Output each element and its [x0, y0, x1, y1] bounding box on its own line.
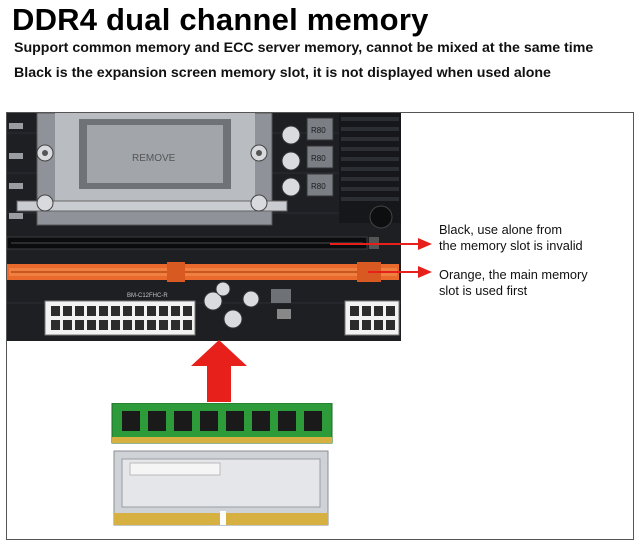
socket-remove-text: REMOVE — [132, 153, 176, 164]
chokes: R80 R80 R80 — [306, 117, 334, 197]
svg-text:R80: R80 — [311, 126, 326, 135]
insert-up-arrow-icon — [191, 340, 247, 402]
capacitors-upper — [281, 125, 301, 197]
photo-frame — [6, 112, 634, 540]
atx-power-connector — [44, 300, 196, 336]
svg-text:R80: R80 — [311, 182, 326, 191]
capacitors-lower — [203, 281, 260, 329]
svg-text:BM-C12FHC-R: BM-C12FHC-R — [127, 293, 168, 299]
ram-module-server-ecc — [113, 450, 329, 526]
callout-black-slot: Black, use alone from the memory slot is… — [439, 222, 583, 253]
subtitle-black-slot-note: Black is the expansion screen memory slo… — [14, 65, 551, 81]
vrm-heatsink — [339, 113, 401, 223]
cpu-power-connector — [344, 300, 400, 336]
arrow-to-orange-slot — [368, 266, 432, 278]
orange-memory-slot — [7, 262, 399, 282]
callout-orange-slot: Orange, the main memory slot is used fir… — [439, 267, 588, 298]
subtitle-ecc-note: Support common memory and ECC server mem… — [14, 40, 594, 56]
ram-module-desktop — [111, 403, 333, 444]
svg-text:R80: R80 — [311, 154, 326, 163]
ram-modules-illustration — [111, 403, 333, 526]
page-title: DDR4 dual channel memory — [12, 2, 429, 37]
motherboard-illustration: REMOVE R80 R80 R80 — [7, 113, 401, 341]
cpu-socket: REMOVE — [16, 113, 288, 226]
arrow-to-black-slot — [330, 238, 432, 250]
